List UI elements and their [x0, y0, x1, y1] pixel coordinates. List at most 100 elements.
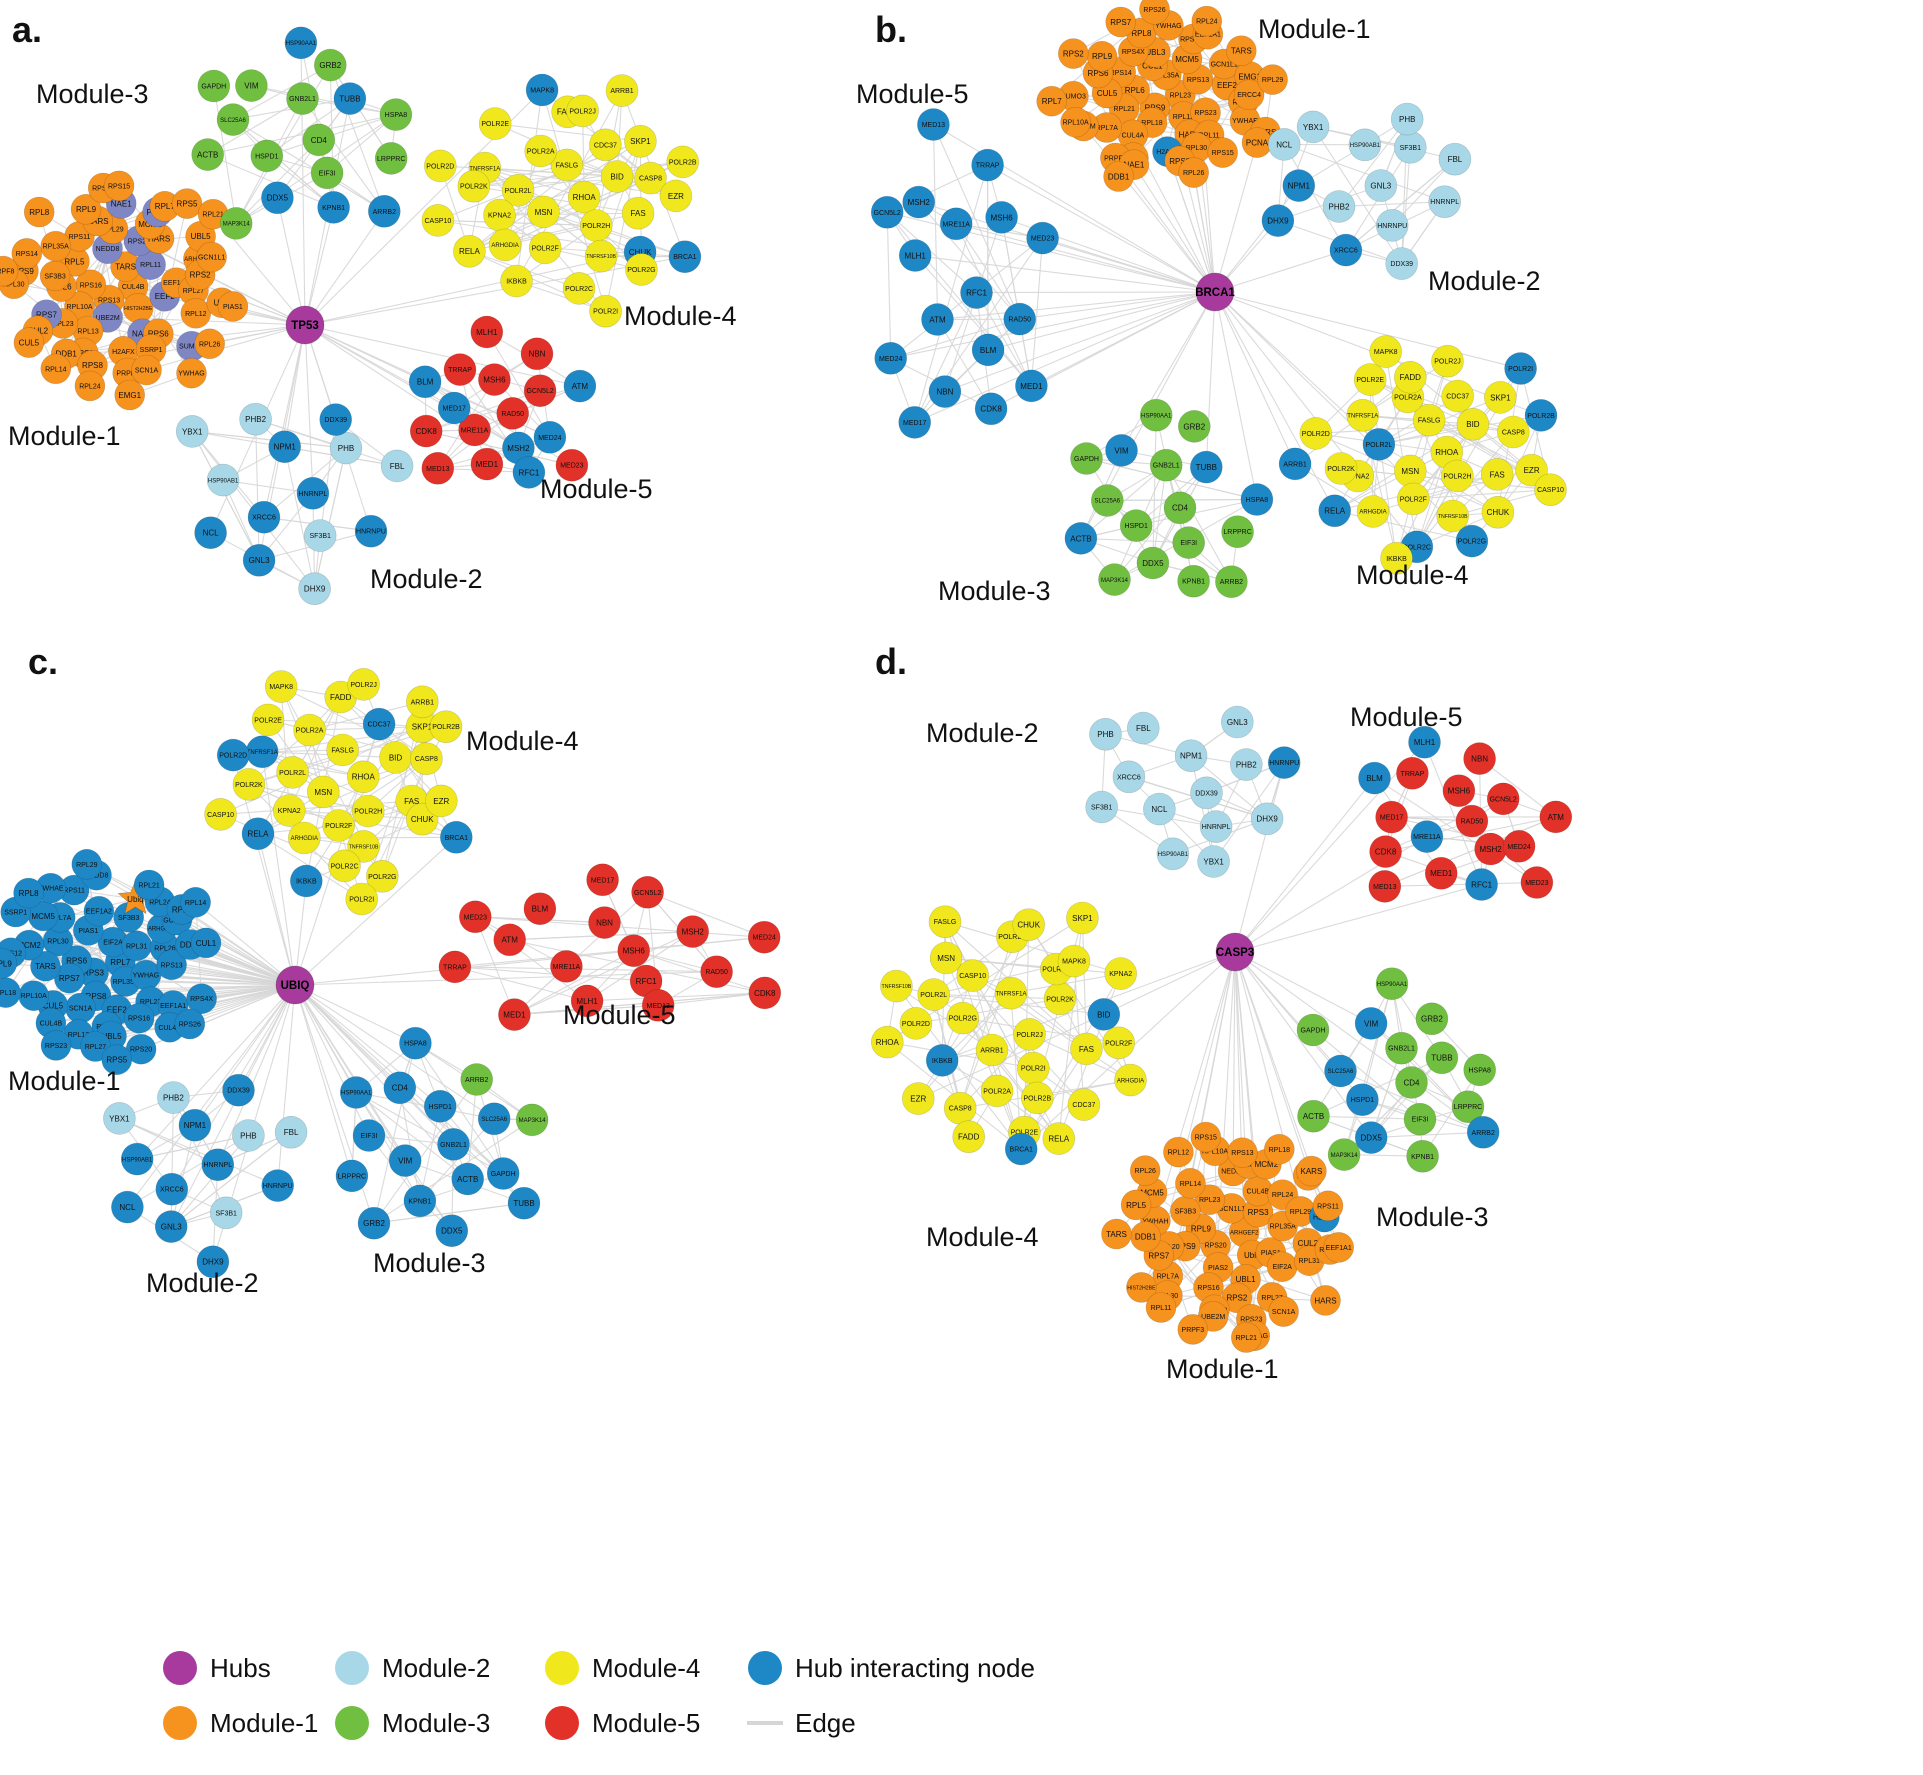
- node-RPL8[interactable]: RPL8: [13, 877, 44, 909]
- node-TRRAP[interactable]: TRRAP: [971, 148, 1004, 182]
- node-POLR2F[interactable]: POLR2F: [322, 809, 356, 842]
- node-XRCC6[interactable]: XRCC6: [155, 1172, 189, 1206]
- node-ARHGDIA[interactable]: ARHGDIA: [1356, 495, 1390, 528]
- node-GNL3[interactable]: GNL3: [154, 1210, 188, 1243]
- node-TARS[interactable]: TARS: [1226, 35, 1257, 67]
- node-HSPA8[interactable]: HSPA8: [379, 98, 413, 131]
- node-RPL26[interactable]: RPL26: [1129, 1155, 1161, 1186]
- node-GRB2[interactable]: GRB2: [1415, 1002, 1449, 1036]
- node-BLM[interactable]: BLM: [971, 333, 1005, 367]
- node-MAP3K14[interactable]: MAP3K14: [219, 207, 253, 240]
- node-BLM[interactable]: BLM: [408, 365, 442, 399]
- node-CASP10[interactable]: CASP10: [1534, 473, 1567, 507]
- node-ARRB1[interactable]: ARRB1: [975, 1033, 1009, 1067]
- node-RPL21[interactable]: RPL21: [133, 869, 165, 901]
- node-TUBB[interactable]: TUBB: [507, 1186, 541, 1220]
- node-DHX9[interactable]: DHX9: [1261, 204, 1295, 237]
- node-RHOA[interactable]: RHOA: [870, 1025, 904, 1059]
- node-MSH6[interactable]: MSH6: [478, 363, 511, 396]
- node-POLR2E[interactable]: POLR2E: [251, 703, 285, 737]
- node-POLR2D[interactable]: POLR2D: [423, 149, 457, 183]
- node-MAPK8[interactable]: MAPK8: [264, 670, 298, 703]
- node-CDK8[interactable]: CDK8: [748, 976, 782, 1010]
- node-FASLG[interactable]: FASLG: [550, 148, 584, 182]
- node-HIST2H2BE[interactable]: HIST2H2BE: [1126, 1272, 1157, 1303]
- node-HNRNPL[interactable]: HNRNPL: [296, 476, 330, 510]
- node-RPL8[interactable]: RPL8: [23, 196, 55, 228]
- node-PHB[interactable]: PHB: [1390, 102, 1424, 136]
- node-HIST2H2BE[interactable]: HIST2H2BE: [122, 292, 154, 324]
- node-RPS26[interactable]: RPS26: [1139, 0, 1170, 25]
- node-NCL[interactable]: NCL: [1267, 128, 1301, 161]
- node-HSPD1[interactable]: HSPD1: [1119, 509, 1153, 542]
- node-KPNA2[interactable]: KPNA2: [272, 794, 306, 827]
- node-RPL9[interactable]: RPL9: [0, 948, 18, 979]
- node-CDC37[interactable]: CDC37: [1441, 379, 1474, 413]
- node-RPL10A[interactable]: RPL10A: [18, 980, 50, 1012]
- node-HNRNPU[interactable]: HNRNPU: [354, 514, 388, 548]
- node-BID[interactable]: BID: [1456, 407, 1490, 441]
- node-GAPDH[interactable]: GAPDH: [486, 1157, 520, 1190]
- node-PRPF8[interactable]: PRPF8: [0, 255, 19, 287]
- node-GCN5L2[interactable]: GCN5L2: [870, 196, 904, 229]
- node-NPM1[interactable]: NPM1: [268, 430, 302, 464]
- node-HNRNPL[interactable]: HNRNPL: [1428, 185, 1461, 218]
- node-FBL[interactable]: FBL: [1127, 711, 1160, 745]
- node-SF3B3[interactable]: SF3B3: [39, 260, 71, 292]
- node-POLR2G[interactable]: POLR2G: [625, 253, 658, 286]
- node-POLR2H[interactable]: POLR2H: [1441, 459, 1474, 493]
- node-POLR2G[interactable]: POLR2G: [946, 1001, 980, 1035]
- node-PIAS1[interactable]: PIAS1: [217, 291, 249, 322]
- node-CHUK[interactable]: CHUK: [1481, 495, 1515, 529]
- node-FAS[interactable]: FAS: [621, 196, 655, 230]
- node-CASP10[interactable]: CASP10: [956, 959, 990, 992]
- node-RFC1[interactable]: RFC1: [512, 456, 546, 489]
- node-HNRNPL[interactable]: HNRNPL: [201, 1148, 235, 1181]
- node-ARRB2[interactable]: ARRB2: [1215, 565, 1248, 599]
- node-KPNB1[interactable]: KPNB1: [1177, 564, 1210, 598]
- node-RPL31[interactable]: RPL31: [121, 930, 152, 962]
- node-RPS5[interactable]: RPS5: [171, 188, 203, 219]
- node-TARS[interactable]: TARS: [1101, 1218, 1132, 1250]
- node-RHOA[interactable]: RHOA: [1430, 435, 1464, 469]
- node-MED1[interactable]: MED1: [470, 447, 504, 481]
- node-ACTB[interactable]: ACTB: [451, 1162, 485, 1196]
- node-VIM[interactable]: VIM: [1354, 1007, 1388, 1040]
- node-PHB[interactable]: PHB: [1089, 717, 1122, 751]
- node-GNB2L1[interactable]: GNB2L1: [1149, 448, 1183, 482]
- node-MSH6[interactable]: MSH6: [617, 934, 651, 968]
- node-IKBKB[interactable]: IKBKB: [925, 1044, 959, 1077]
- node-CASP10[interactable]: CASP10: [421, 204, 455, 237]
- node-FASLG[interactable]: FASLG: [326, 733, 359, 767]
- node-MED1[interactable]: MED1: [1424, 856, 1458, 890]
- node-POLR2B[interactable]: POLR2B: [1021, 1081, 1054, 1115]
- node-ACTB[interactable]: ACTB: [191, 138, 224, 171]
- node-MED17[interactable]: MED17: [898, 406, 932, 439]
- node-GNB2L1[interactable]: GNB2L1: [1385, 1031, 1418, 1065]
- node-HSPD1[interactable]: HSPD1: [1346, 1083, 1379, 1116]
- node-BRCA1[interactable]: BRCA1: [439, 820, 473, 854]
- node-FBL[interactable]: FBL: [274, 1116, 308, 1149]
- node-PHB[interactable]: PHB: [329, 431, 363, 465]
- node-LRPPRC[interactable]: LRPPRC: [335, 1159, 369, 1193]
- node-ACTB[interactable]: ACTB: [1064, 522, 1098, 555]
- hub-UBIQ[interactable]: UBIQ: [275, 965, 315, 1005]
- node-HSP90AA1[interactable]: HSP90AA1: [1375, 967, 1409, 1001]
- node-MSH6[interactable]: MSH6: [1442, 774, 1476, 808]
- node-IKBKB[interactable]: IKBKB: [1380, 541, 1413, 575]
- node-NCL[interactable]: NCL: [111, 1190, 144, 1224]
- node-VIM[interactable]: VIM: [1105, 434, 1138, 467]
- node-RPL7[interactable]: RPL7: [1036, 85, 1067, 117]
- node-MED1[interactable]: MED1: [498, 998, 531, 1031]
- node-HSP90AA1[interactable]: HSP90AA1: [1139, 398, 1173, 432]
- node-POLR2J[interactable]: POLR2J: [347, 668, 380, 701]
- node-RAD50[interactable]: RAD50: [1455, 804, 1489, 838]
- node-SLC25A6[interactable]: SLC25A6: [1324, 1054, 1357, 1088]
- node-CD4[interactable]: CD4: [1395, 1066, 1428, 1099]
- node-RFC1[interactable]: RFC1: [960, 276, 993, 309]
- node-LRPPRC[interactable]: LRPPRC: [1221, 515, 1254, 549]
- node-ACTB[interactable]: ACTB: [1297, 1099, 1330, 1133]
- node-RAD50[interactable]: RAD50: [1003, 302, 1037, 336]
- node-POLR2G[interactable]: POLR2G: [1455, 524, 1489, 558]
- node-RPS15[interactable]: RPS15: [1190, 1121, 1222, 1153]
